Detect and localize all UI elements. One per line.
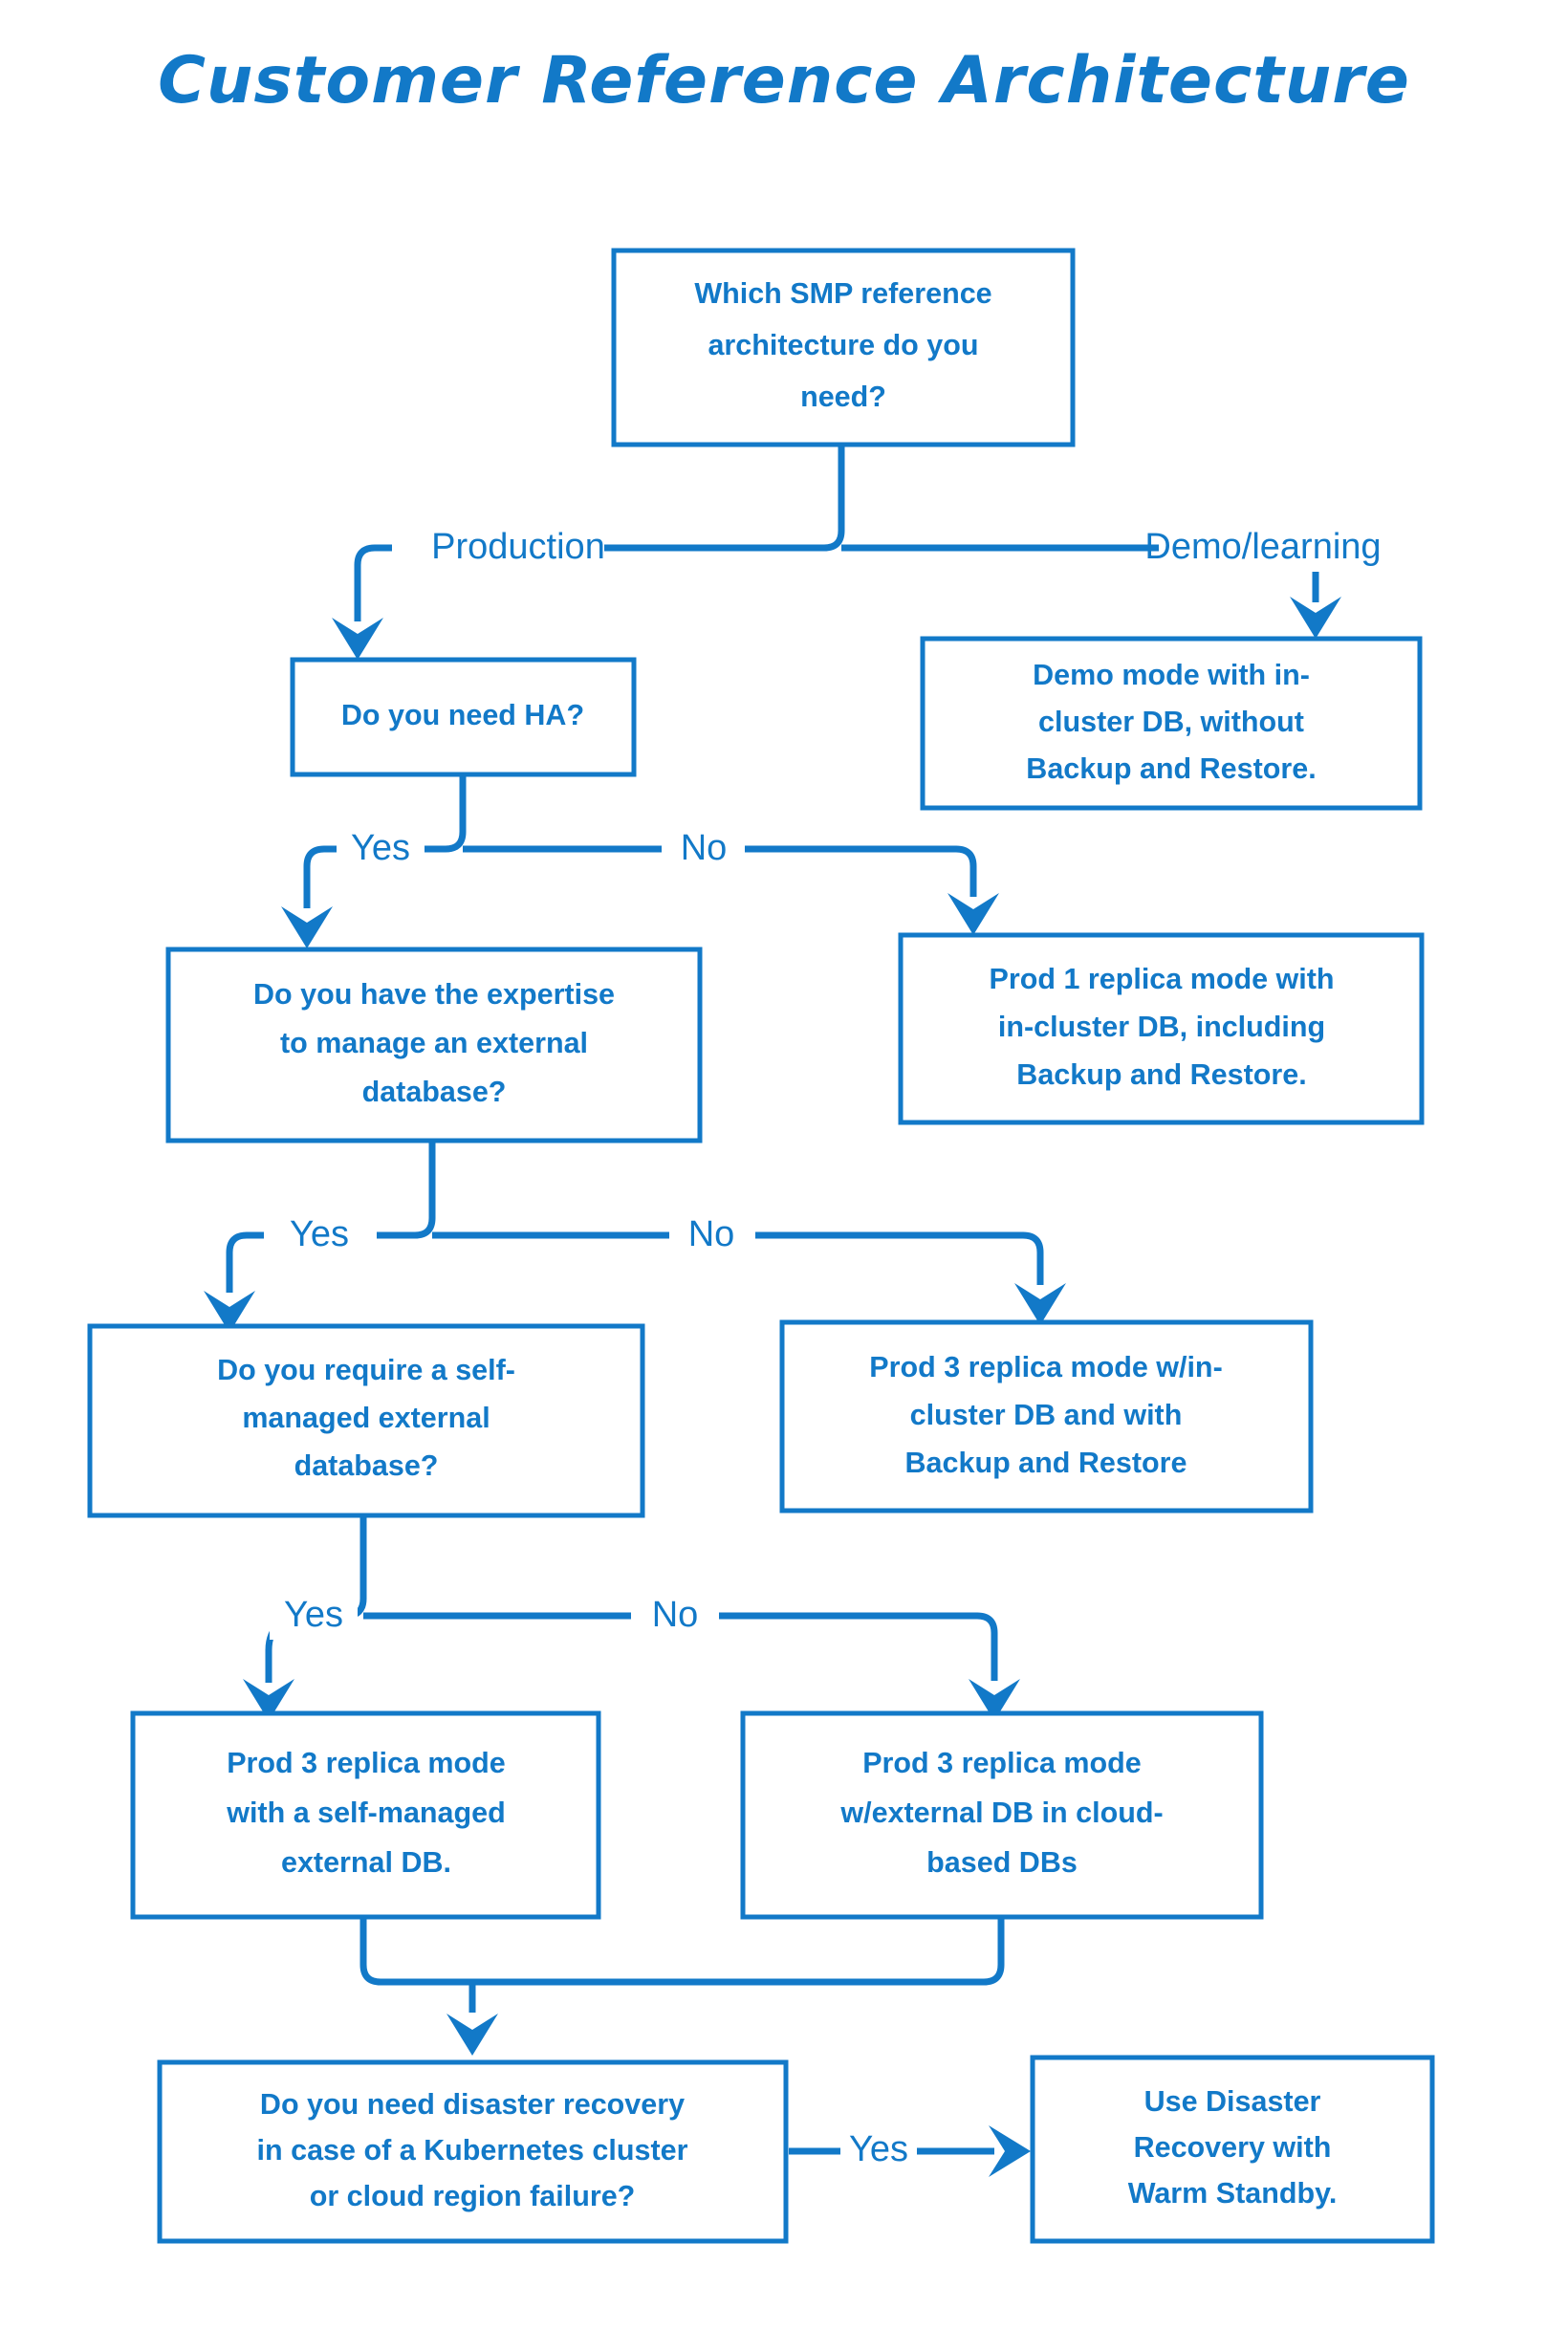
edge-label-dr-yes: Yes <box>849 2129 908 2169</box>
node-prod-3-cloud-outcome[interactable]: Prod 3 replica mode w/external DB in clo… <box>740 1710 1264 1920</box>
node-prod-3-in-cluster-box[interactable] <box>779 1319 1314 1513</box>
label-bg-ha-no <box>663 825 745 873</box>
node-root-question-line-3: need? <box>800 381 886 413</box>
arrowhead-warm-standby <box>989 2125 1031 2177</box>
node-expertise-box[interactable] <box>165 947 703 1143</box>
node-expertise-line-3: database? <box>362 1076 507 1108</box>
node-expertise-question[interactable]: Do you have the expertise to manage an e… <box>165 947 703 1143</box>
label-bg-expertise-yes <box>275 1211 363 1259</box>
node-root-question-line-1: Which SMP reference <box>694 277 991 310</box>
arrowhead-disaster-recovery <box>446 2014 498 2056</box>
edge-label-expertise-yes: Yes <box>290 1214 349 1254</box>
node-prod-3-sm-line-3: external DB. <box>281 1846 451 1879</box>
node-prod-3-self-managed-box[interactable] <box>130 1710 601 1920</box>
node-root-question-box[interactable] <box>611 248 1076 447</box>
node-demo-mode-line-2: cluster DB, without <box>1038 706 1304 738</box>
node-warm-standby-line-1: Use Disaster <box>1144 2085 1321 2118</box>
node-disaster-recovery-question[interactable]: Do you need disaster recovery in case of… <box>157 2059 789 2244</box>
node-disaster-recovery-box[interactable] <box>157 2059 789 2244</box>
node-prod-1-replica-box[interactable] <box>898 932 1425 1125</box>
node-prod-3-sm-line-1: Prod 3 replica mode <box>227 1747 506 1779</box>
node-root-question-line-2: architecture do you <box>708 329 978 361</box>
node-self-managed-question[interactable]: Do you require a self- managed external … <box>87 1323 645 1518</box>
node-prod-3-sm-line-2: with a self-managed <box>226 1796 506 1829</box>
node-prod-3-self-managed-outcome[interactable]: Prod 3 replica mode with a self-managed … <box>130 1710 601 1920</box>
edge-selfmanaged-no-drop <box>719 1612 998 1681</box>
arrowhead-ha-no <box>947 893 999 935</box>
label-bg-dr-yes <box>840 2126 917 2174</box>
node-dr-line-2: in case of a Kubernetes cluster <box>257 2134 688 2167</box>
connector-layer <box>204 445 1341 2177</box>
node-self-managed-line-3: database? <box>294 1449 439 1482</box>
node-prod-3-ic-line-1: Prod 3 replica mode w/in- <box>869 1351 1222 1383</box>
edge-cloud-outcome-merge <box>464 1917 1005 1986</box>
node-prod-3-in-cluster-outcome[interactable]: Prod 3 replica mode w/in- cluster DB and… <box>779 1319 1314 1513</box>
label-bg-demo <box>1159 524 1367 572</box>
label-bg-selfmanaged-no <box>632 1592 718 1640</box>
node-self-managed-line-2: managed external <box>242 1402 490 1434</box>
node-root-question[interactable]: Which SMP reference architecture do you … <box>611 248 1076 447</box>
edge-label-production: Production <box>431 527 605 567</box>
node-prod-3-cloud-line-3: based DBs <box>926 1846 1078 1879</box>
edge-expertise-yes-drop <box>226 1231 264 1293</box>
edge-label-layer: Production Demo/learning Yes No Yes No Y… <box>270 524 1382 2174</box>
node-need-ha-line-1: Do you need HA? <box>341 699 584 731</box>
edge-selfmanaged-outcome-merge <box>359 1917 464 1986</box>
label-bg-production <box>432 524 604 572</box>
node-prod-1-line-1: Prod 1 replica mode with <box>990 963 1335 995</box>
edge-ha-no-drop <box>744 845 977 897</box>
node-dr-line-3: or cloud region failure? <box>310 2180 636 2212</box>
edge-label-selfmanaged-yes: Yes <box>284 1595 343 1635</box>
node-demo-mode-outcome[interactable]: Demo mode with in- cluster DB, without B… <box>920 636 1423 811</box>
node-prod-1-replica-outcome[interactable]: Prod 1 replica mode with in-cluster DB, … <box>898 932 1425 1125</box>
page-title: Customer Reference Architecture <box>158 43 1410 119</box>
edge-ha-yes-drop <box>303 845 341 908</box>
node-prod-3-ic-line-2: cluster DB and with <box>910 1399 1183 1431</box>
edge-label-selfmanaged-no: No <box>652 1595 699 1635</box>
edge-label-expertise-no: No <box>688 1214 735 1254</box>
arrowhead-ha-yes <box>281 906 333 948</box>
node-prod-3-ic-line-3: Backup and Restore <box>905 1447 1187 1479</box>
node-warm-standby-box[interactable] <box>1030 2055 1435 2244</box>
edge-label-demo-learning: Demo/learning <box>1144 527 1381 567</box>
label-bg-expertise-no <box>669 1211 753 1259</box>
node-prod-3-cloud-line-2: w/external DB in cloud- <box>839 1796 1163 1829</box>
edge-root-to-production <box>471 445 845 552</box>
node-prod-3-cloud-line-1: Prod 3 replica mode <box>862 1747 1142 1779</box>
node-need-ha-question[interactable]: Do you need HA? <box>290 657 637 777</box>
node-demo-mode-line-3: Backup and Restore. <box>1026 752 1316 785</box>
node-prod-1-line-3: Backup and Restore. <box>1016 1058 1306 1091</box>
edge-label-ha-no: No <box>681 828 728 868</box>
node-warm-standby-line-2: Recovery with <box>1134 2131 1332 2164</box>
label-bg-ha-yes <box>337 825 425 873</box>
node-expertise-line-1: Do you have the expertise <box>253 978 615 1011</box>
arrowhead-production <box>332 618 383 660</box>
node-prod-3-cloud-box[interactable] <box>740 1710 1264 1920</box>
node-demo-mode-box[interactable] <box>920 636 1423 811</box>
node-expertise-line-2: to manage an external <box>280 1027 588 1059</box>
node-need-ha-box[interactable] <box>290 657 637 777</box>
arrowhead-demo <box>1290 597 1341 639</box>
label-bg-selfmanaged-yes <box>270 1592 358 1640</box>
node-warm-standby-line-3: Warm Standby. <box>1128 2177 1338 2210</box>
node-prod-1-line-2: in-cluster DB, including <box>998 1011 1325 1043</box>
edge-label-ha-yes: Yes <box>351 828 410 868</box>
node-self-managed-box[interactable] <box>87 1323 645 1518</box>
edge-expertise-no-drop <box>755 1231 1044 1285</box>
edge-expertise-stem-left <box>377 1143 436 1239</box>
node-dr-line-1: Do you need disaster recovery <box>260 2088 685 2121</box>
edge-ha-stem-left <box>422 774 467 853</box>
node-self-managed-line-1: Do you require a self- <box>217 1354 515 1386</box>
node-demo-mode-line-1: Demo mode with in- <box>1033 659 1310 691</box>
node-warm-standby-outcome[interactable]: Use Disaster Recovery with Warm Standby. <box>1030 2055 1435 2244</box>
edge-production-drop <box>354 544 392 621</box>
arrowhead-expertise-no <box>1014 1283 1066 1325</box>
